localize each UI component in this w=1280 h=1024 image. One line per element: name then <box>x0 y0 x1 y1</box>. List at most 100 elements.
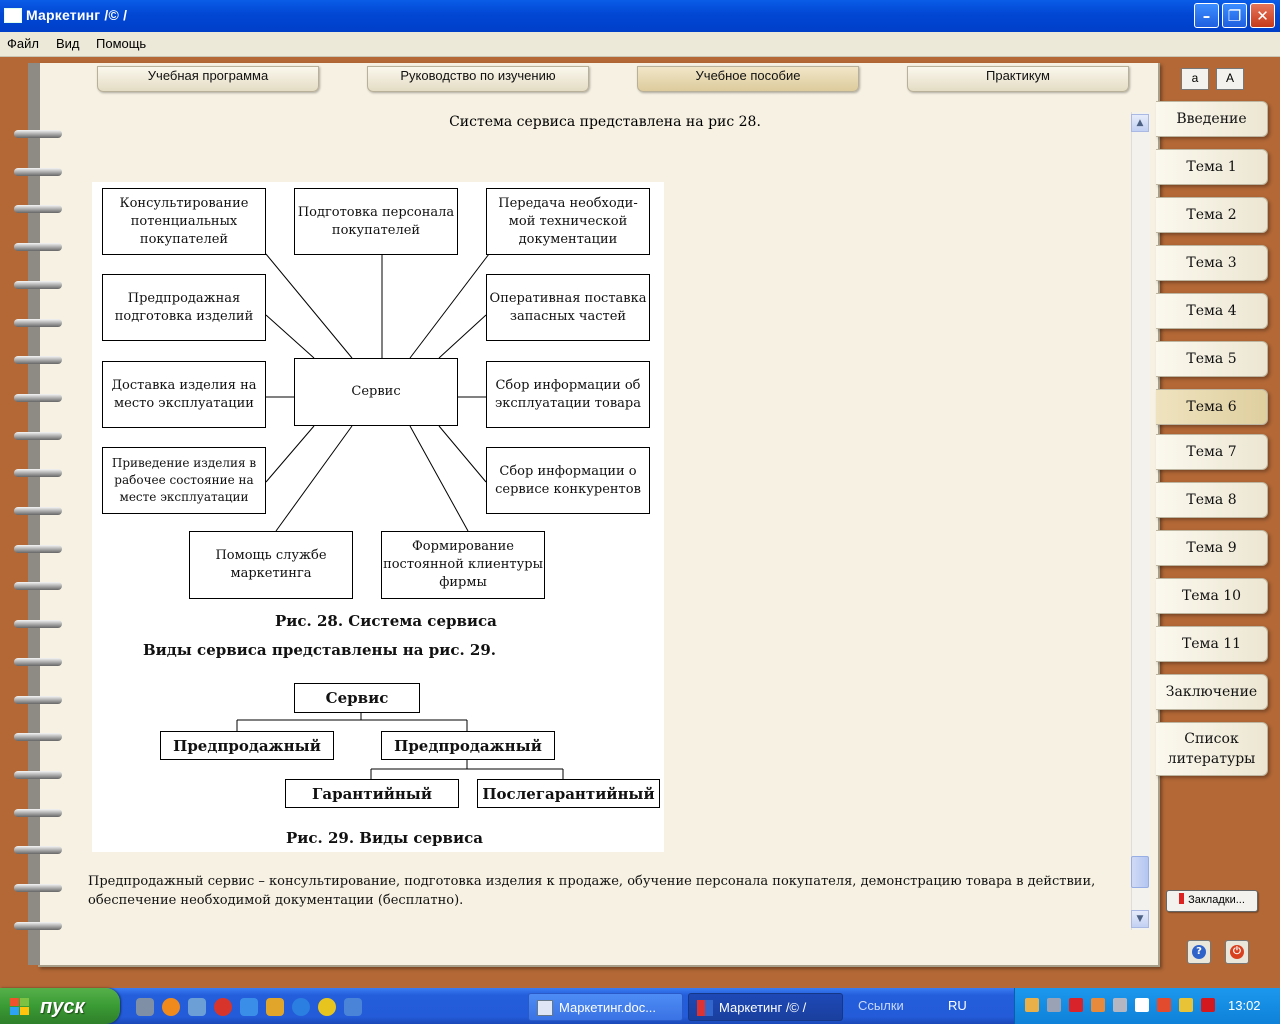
vertical-scrollbar[interactable] <box>1131 112 1150 930</box>
sidetab-topic-5[interactable]: Тема 5 <box>1156 341 1268 377</box>
tray-antivirus-icon[interactable] <box>1069 998 1083 1012</box>
spiral-ring <box>14 201 62 217</box>
spiral-ring <box>14 239 62 255</box>
fig28-box-presale-prep: Предпродажная подготовка изделий <box>102 274 266 341</box>
quicklaunch-desktop-icon[interactable] <box>344 998 362 1016</box>
fig28-box-spare-parts: Оперативная поставка запасных частей <box>486 274 650 341</box>
fig28-box-usage-info: Сбор информации об эксплуатации товара <box>486 361 650 428</box>
fig29-box-left: Предпродажный <box>160 731 334 760</box>
tab-textbook[interactable]: Учебное пособие <box>637 66 859 92</box>
sidetab-topic-11[interactable]: Тема 11 <box>1156 626 1268 662</box>
sidetab-references[interactable]: Список литературы <box>1156 722 1268 776</box>
figure-area: Консультирование потенциальных покупател… <box>92 182 664 852</box>
bookmarks-button[interactable]: Закладки... <box>1166 890 1258 912</box>
tray-message-icon[interactable] <box>1179 998 1193 1012</box>
font-smaller-button[interactable]: a <box>1181 68 1209 90</box>
sidetab-topic-1[interactable]: Тема 1 <box>1156 149 1268 185</box>
quicklaunch-network-icon[interactable] <box>136 998 154 1016</box>
sidetab-conclusion[interactable]: Заключение <box>1156 674 1268 710</box>
tray-yandex-icon[interactable] <box>1201 998 1215 1012</box>
close-button[interactable]: ✕ <box>1250 3 1275 28</box>
fig28-box-delivery: Доставка изделия на место эксплуатации <box>102 361 266 428</box>
tray-settings-icon[interactable] <box>1113 998 1127 1012</box>
font-larger-button[interactable]: A <box>1216 68 1244 90</box>
word-icon <box>537 1000 553 1016</box>
system-tray <box>1014 988 1280 1024</box>
tab-curriculum[interactable]: Учебная программа <box>97 66 319 92</box>
links-toolbar[interactable]: Ссылки <box>858 998 904 1013</box>
fig29-box-warranty: Гарантийный <box>285 779 459 808</box>
power-icon: ⏻ <box>1230 945 1244 959</box>
sidetab-topic-2[interactable]: Тема 2 <box>1156 197 1268 233</box>
window-title: Маркетинг /© / <box>26 7 128 23</box>
sidetab-topic-10[interactable]: Тема 10 <box>1156 578 1268 614</box>
spiral-ring <box>14 918 62 934</box>
menu-help[interactable]: Помощь <box>96 36 147 51</box>
quicklaunch-opera-icon[interactable] <box>214 998 232 1016</box>
spiral-ring <box>14 616 62 632</box>
fig28-box-staff-training: Подготовка персонала покупателей <box>294 188 458 255</box>
fig28-box-marketing-help: Помощь службе маркетинга <box>189 531 353 599</box>
spiral-ring <box>14 352 62 368</box>
tab-practicum[interactable]: Практикум <box>907 66 1129 92</box>
spiral-ring <box>14 541 62 557</box>
language-indicator[interactable]: RU <box>948 998 967 1013</box>
spiral-ring <box>14 465 62 481</box>
title-bar[interactable]: Маркетинг /© / – ❐ ✕ <box>0 0 1280 32</box>
tray-folder-icon[interactable] <box>1025 998 1039 1012</box>
sidetab-topic-6[interactable]: Тема 6 <box>1156 389 1268 425</box>
maximize-button[interactable]: ❐ <box>1222 3 1247 28</box>
spiral-ring <box>14 315 62 331</box>
start-button[interactable]: пуск <box>0 988 120 1024</box>
tray-network-icon[interactable] <box>1047 998 1061 1012</box>
fig28-box-consulting: Консультирование потенциальных покупател… <box>102 188 266 255</box>
spiral-ring <box>14 880 62 896</box>
spiral-ring <box>14 126 62 142</box>
fig29-box-root: Сервис <box>294 683 420 713</box>
sidetab-topic-4[interactable]: Тема 4 <box>1156 293 1268 329</box>
taskbar-item-marketing[interactable]: Маркетинг /© / <box>688 993 843 1021</box>
tray-volume-icon[interactable] <box>1091 998 1105 1012</box>
help-icon: ? <box>1192 945 1206 959</box>
sidetab-introduction[interactable]: Введение <box>1156 101 1268 137</box>
fig28-caption: Рис. 28. Система сервиса <box>275 612 497 630</box>
taskbar-item-word[interactable]: Маркетинг.doc... <box>528 993 683 1021</box>
spiral-ring <box>14 692 62 708</box>
spiral-ring <box>14 578 62 594</box>
sidetab-topic-8[interactable]: Тема 8 <box>1156 482 1268 518</box>
bookmark-flag-icon <box>1179 893 1185 904</box>
fig29-box-right: Предпродажный <box>381 731 555 760</box>
diagram-connectors <box>236 253 564 779</box>
marketing-app-icon <box>697 1000 713 1016</box>
tray-app-icon[interactable] <box>1157 998 1171 1012</box>
exit-button[interactable]: ⏻ <box>1225 940 1249 964</box>
quicklaunch-ie-icon[interactable] <box>292 998 310 1016</box>
quicklaunch-firefox-icon[interactable] <box>162 998 180 1016</box>
quicklaunch-media-icon[interactable] <box>240 998 258 1016</box>
clock: 13:02 <box>1228 998 1261 1013</box>
menu-file[interactable]: Файл <box>7 36 39 51</box>
spiral-ring <box>14 164 62 180</box>
fig29-intro: Виды сервиса представлены на рис. 29. <box>143 641 496 659</box>
menu-view[interactable]: Вид <box>56 36 80 51</box>
fig28-box-documentation: Передача необходи-мой технической докуме… <box>486 188 650 255</box>
sidetab-topic-9[interactable]: Тема 9 <box>1156 530 1268 566</box>
menu-bar: Файл Вид Помощь <box>0 32 1280 57</box>
scroll-down-arrow[interactable]: ▼ <box>1131 910 1149 928</box>
tab-study-guide[interactable]: Руководство по изучению <box>367 66 589 92</box>
quicklaunch-winamp-icon[interactable] <box>266 998 284 1016</box>
scroll-up-arrow[interactable]: ▲ <box>1131 114 1149 132</box>
spiral-ring <box>14 390 62 406</box>
spiral-ring <box>14 729 62 745</box>
scroll-thumb[interactable] <box>1131 856 1149 888</box>
quicklaunch-chrome-icon[interactable] <box>318 998 336 1016</box>
windows-logo-icon <box>10 998 29 1015</box>
tray-snowflake-icon[interactable] <box>1135 998 1149 1012</box>
sidetab-topic-7[interactable]: Тема 7 <box>1156 434 1268 470</box>
sidetab-topic-3[interactable]: Тема 3 <box>1156 245 1268 281</box>
minimize-button[interactable]: – <box>1194 3 1219 28</box>
help-button[interactable]: ? <box>1187 940 1211 964</box>
quicklaunch-messenger-icon[interactable] <box>188 998 206 1016</box>
spiral-ring <box>14 654 62 670</box>
fig29-caption: Рис. 29. Виды сервиса <box>286 829 483 847</box>
